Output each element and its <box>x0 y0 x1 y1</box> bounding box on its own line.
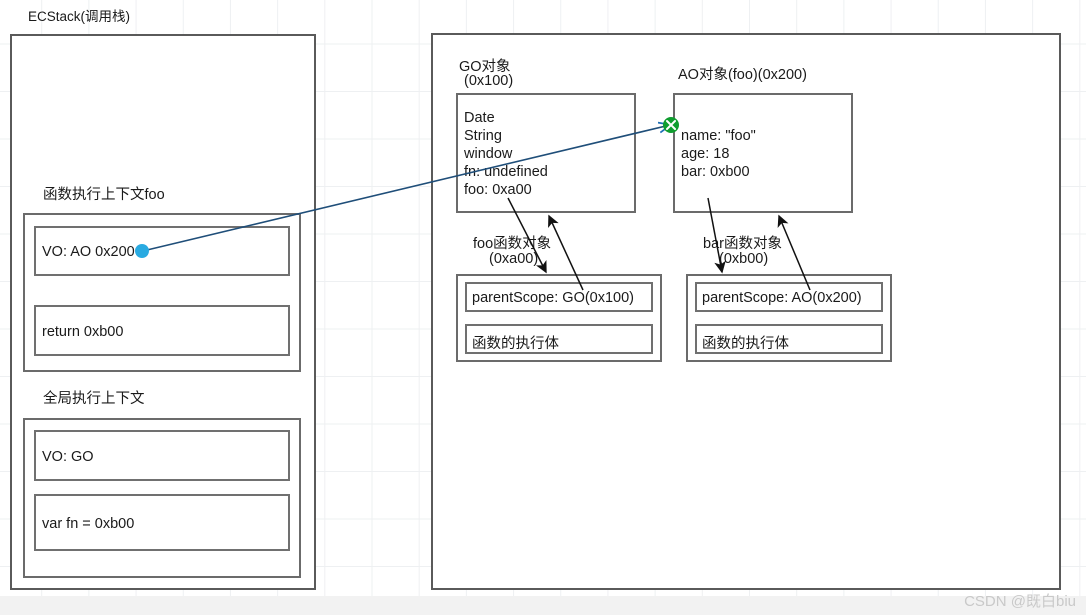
bar-function-caption-line1: bar函数对象 <box>703 236 782 252</box>
context-row-foo-return-label: return 0xb00 <box>42 324 124 340</box>
foo-function-caption-line2: (0xa00) <box>489 251 539 267</box>
source-dot-icon[interactable] <box>135 244 149 258</box>
page-title: ECStack(调用栈) <box>28 9 131 24</box>
connector-bar-parentscope-to-ao <box>777 214 811 291</box>
context-row-global-fn-label: var fn = 0xb00 <box>42 516 135 532</box>
foo-function-row-body[interactable]: 函数的执行体 <box>465 324 653 354</box>
connector-ao-bar-to-bar-fn <box>707 197 726 274</box>
footer-band <box>0 596 1086 615</box>
ao-object-caption-line1: AO对象(foo)(0x200) <box>678 67 807 83</box>
vo-to-ao-line <box>146 125 670 251</box>
ao-object-box: name: "foo" age: 18 bar: 0xb00 <box>673 93 853 213</box>
bar-function-row-body[interactable]: 函数的执行体 <box>695 324 883 354</box>
bar-function-row-parentscope-label: parentScope: AO(0x200) <box>702 290 862 306</box>
context-caption-foo: 函数执行上下文foo <box>43 187 165 203</box>
watermark: CSDN @既白biu <box>964 593 1076 610</box>
connector-go-foo-to-foo-fn <box>507 197 547 274</box>
go-object-caption-line2: (0x100) <box>464 73 514 89</box>
go-object-entry-2: window <box>464 146 513 162</box>
context-row-global-vo[interactable]: VO: GO <box>34 430 290 481</box>
connector-foo-parentscope-to-go <box>548 214 584 291</box>
bar-function-row-parentscope[interactable]: parentScope: AO(0x200) <box>695 282 883 312</box>
ao-object-entry-1: age: 18 <box>681 146 730 162</box>
context-row-foo-vo[interactable]: VO: AO 0x200 <box>34 226 290 276</box>
foo-function-row-parentscope-label: parentScope: GO(0x100) <box>472 290 635 306</box>
go-object-box: Date String window fn: undefined foo: 0x… <box>456 93 636 213</box>
context-caption-global: 全局执行上下文 <box>43 391 145 407</box>
ao-object-entry-2: bar: 0xb00 <box>681 164 750 180</box>
target-x-glyph <box>666 120 676 130</box>
go-object-entry-4: foo: 0xa00 <box>464 182 532 198</box>
foo-function-row-body-label: 函数的执行体 <box>472 336 559 352</box>
context-row-foo-vo-label: VO: AO 0x200 <box>42 244 135 260</box>
go-object-entry-0: Date <box>464 110 495 126</box>
foo-function-caption-line1: foo函数对象 <box>473 236 552 252</box>
connector-vo-to-ao <box>135 117 679 258</box>
go-object-entry-1: String <box>464 128 502 144</box>
context-row-foo-return[interactable]: return 0xb00 <box>34 305 290 356</box>
foo-function-row-parentscope[interactable]: parentScope: GO(0x100) <box>465 282 653 312</box>
bar-function-row-body-label: 函数的执行体 <box>702 336 789 352</box>
ao-object-entry-0: name: "foo" <box>681 128 756 144</box>
context-row-global-vo-label: VO: GO <box>42 449 94 465</box>
bar-function-caption-line2: (0xb00) <box>719 251 769 267</box>
context-row-global-fn[interactable]: var fn = 0xb00 <box>34 494 290 551</box>
go-object-caption-line1: GO对象 <box>459 59 511 75</box>
